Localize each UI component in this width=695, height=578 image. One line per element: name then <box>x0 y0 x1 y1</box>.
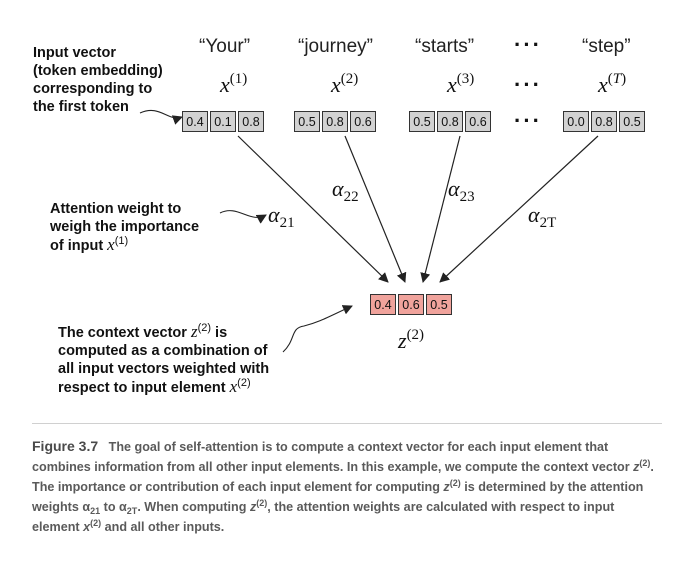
alpha-2T-label: α2T <box>528 202 557 231</box>
ellipsis-middle: ··· <box>514 72 542 97</box>
token-word-3: “starts” <box>415 36 475 57</box>
alpha-23-label: α23 <box>448 176 475 205</box>
note-line: (token embedding) <box>33 63 163 79</box>
context-vector-note: The context vector z(2) is computed as a… <box>58 323 269 397</box>
note-line: The context vector z(2) is <box>58 322 228 342</box>
x1-label: x(1) <box>220 71 248 98</box>
arrow-x3-to-z <box>420 135 461 283</box>
alpha-22-label: α22 <box>332 176 359 205</box>
xT-label: x(T) <box>598 71 627 98</box>
input-vector-T: 0.0 0.8 0.5 <box>563 111 645 132</box>
vector-cell: 0.4 <box>182 111 208 132</box>
token-word-T: “step” <box>582 36 631 57</box>
vector-cell: 0.1 <box>210 111 236 132</box>
note-line: weigh the importance <box>50 219 200 235</box>
vector-cell: 0.8 <box>238 111 264 132</box>
note-line: all input vectors weighted with <box>58 361 270 377</box>
note-line: computed as a combination of <box>58 343 268 359</box>
z2-label: z(2) <box>398 327 425 354</box>
attention-weight-note: Attention weight to weigh the importance… <box>50 200 199 255</box>
vector-cell: 0.6 <box>465 111 491 132</box>
note-line: the first token <box>33 99 129 115</box>
note-line: Attention weight to <box>50 201 182 217</box>
input-vector-note: Input vector (token embedding) correspon… <box>33 44 163 116</box>
connector-attention-note <box>219 210 267 224</box>
vector-cell: 0.4 <box>370 294 396 315</box>
ellipsis-top: ··· <box>514 32 542 57</box>
context-vector: 0.4 0.6 0.5 <box>370 294 452 315</box>
vector-cell: 0.5 <box>409 111 435 132</box>
note-line: respect to input element x(2) <box>58 377 251 397</box>
vector-cell: 0.0 <box>563 111 589 132</box>
vector-cell: 0.5 <box>619 111 645 132</box>
note-line: corresponding to <box>33 81 153 97</box>
note-line: Input vector <box>33 45 116 61</box>
input-vector-1: 0.4 0.1 0.8 <box>182 111 264 132</box>
connector-context-note <box>282 305 353 353</box>
arrow-xT-to-z <box>439 135 599 283</box>
vector-cell: 0.8 <box>437 111 463 132</box>
vector-cell: 0.8 <box>591 111 617 132</box>
vector-cell: 0.8 <box>322 111 348 132</box>
input-vector-3: 0.5 0.8 0.6 <box>409 111 491 132</box>
caption-divider <box>32 423 662 424</box>
figure-label: Figure 3.7 <box>32 438 99 454</box>
arrow-x1-to-z <box>237 135 389 283</box>
vector-cell: 0.6 <box>398 294 424 315</box>
arrow-x2-to-z <box>344 135 407 283</box>
token-word-2: “journey” <box>298 36 373 57</box>
x2-label: x(2) <box>331 71 359 98</box>
alpha-21-label: α21 <box>268 202 295 231</box>
figure-caption: Figure 3.7 The goal of self-attention is… <box>32 438 654 534</box>
input-vector-2: 0.5 0.8 0.6 <box>294 111 376 132</box>
x3-label: x(3) <box>447 71 475 98</box>
vector-cell: 0.5 <box>294 111 320 132</box>
vector-cell: 0.5 <box>426 294 452 315</box>
ellipsis-vectors: ··· <box>514 108 542 133</box>
note-line: of input x(1) <box>50 235 129 255</box>
vector-cell: 0.6 <box>350 111 376 132</box>
connector-input-note <box>139 109 183 125</box>
token-word-1: “Your” <box>199 36 251 57</box>
